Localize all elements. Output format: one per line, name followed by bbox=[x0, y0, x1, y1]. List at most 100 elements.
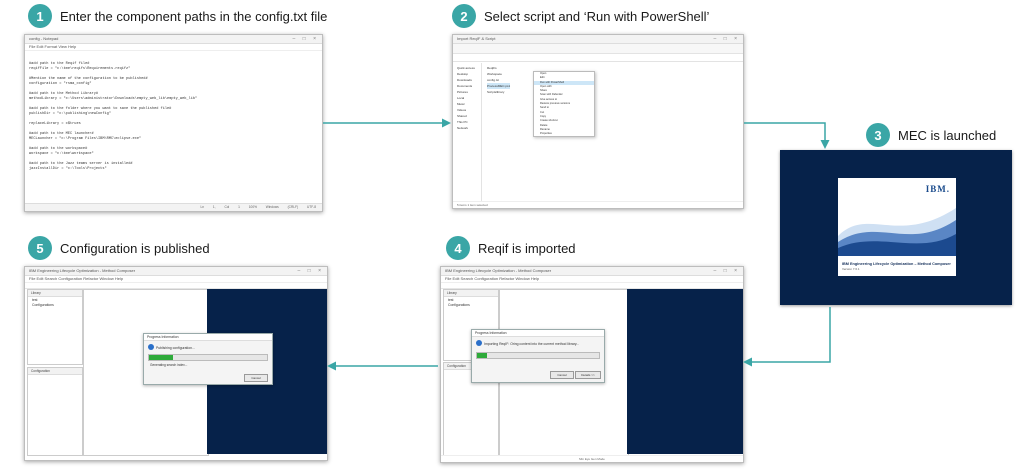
context-menu-item[interactable]: Properties bbox=[540, 132, 552, 136]
dialog-message: Importing ReqIF: Oring content into the … bbox=[484, 342, 580, 346]
config-line: #add path to the Reqif file# bbox=[29, 62, 90, 66]
tree-item[interactable]: Configurations bbox=[448, 303, 470, 307]
step-badge: 5 bbox=[28, 236, 52, 260]
context-menu-item[interactable]: Copy bbox=[540, 114, 547, 118]
context-menu-item[interactable]: Give access to bbox=[540, 97, 558, 101]
cancel-button[interactable]: Cancel bbox=[244, 374, 268, 382]
window-buttons-icon: – □ × bbox=[292, 36, 319, 42]
file-item[interactable]: ReqIFs bbox=[487, 66, 497, 70]
sidebar-item[interactable]: This PC bbox=[457, 120, 468, 124]
mec-toolbar bbox=[441, 282, 743, 289]
config-line: jazzInstallDir = "c:\Tools\Projects" bbox=[29, 167, 107, 171]
context-menu-item[interactable]: Scan with Defender bbox=[540, 93, 563, 97]
notepad-title: config - Notepad bbox=[29, 36, 59, 41]
explorer-title: Import ReqIF & Script bbox=[457, 36, 496, 41]
progress-fill bbox=[477, 353, 487, 358]
context-menu-item[interactable]: Rename bbox=[540, 127, 550, 131]
context-menu-item[interactable]: Edit bbox=[540, 76, 545, 80]
info-icon bbox=[148, 344, 154, 350]
mec-splash-screenshot: IBM. IBM Engineering Lifecycle Optimizat… bbox=[780, 150, 1012, 305]
library-pane-header: Library bbox=[28, 290, 82, 297]
mec-title: IBM Engineering Lifecycle Optimization -… bbox=[29, 268, 136, 273]
sidebar-item[interactable]: Music bbox=[457, 102, 465, 106]
window-buttons-icon: – □ × bbox=[713, 268, 740, 274]
file-item[interactable]: config.txt bbox=[487, 78, 500, 82]
divider bbox=[481, 63, 482, 201]
ibm-logo: IBM. bbox=[925, 184, 950, 194]
step-3: 3 MEC is launched bbox=[866, 123, 996, 147]
progress-dialog: Progress Information Importing ReqIF: Or… bbox=[471, 329, 605, 383]
library-pane-header: Library bbox=[444, 290, 498, 297]
step-label: Reqif is imported bbox=[478, 240, 576, 256]
context-menu-item[interactable]: Restore previous versions bbox=[540, 102, 570, 106]
splash-background bbox=[627, 289, 743, 454]
step-badge: 3 bbox=[866, 123, 890, 147]
splash-wave-graphic bbox=[838, 208, 956, 256]
dialog-title: Progress Information bbox=[144, 334, 272, 341]
sidebar-item[interactable]: Local bbox=[457, 96, 465, 100]
context-menu-item[interactable]: Create shortcut bbox=[540, 119, 558, 123]
tree-item[interactable]: Configurations bbox=[32, 303, 54, 307]
config-line: configuration = "rsma_config" bbox=[29, 82, 92, 86]
step-label: Enter the component paths in the config.… bbox=[60, 8, 328, 24]
mec-publish-screenshot: IBM Engineering Lifecycle Optimization -… bbox=[24, 266, 328, 461]
step-label: Configuration is published bbox=[60, 240, 210, 256]
context-menu-item[interactable]: Cut bbox=[540, 110, 545, 114]
context-menu-item[interactable]: Open with bbox=[540, 84, 552, 88]
config-line: #add path to the MEC launcher# bbox=[29, 132, 94, 136]
dialog-sub-message: Generating search index... bbox=[150, 363, 188, 367]
sidebar-item[interactable]: Network bbox=[457, 126, 469, 130]
progress-dialog: Progress Information Publishing configur… bbox=[143, 333, 273, 385]
context-menu-item[interactable]: Send to bbox=[540, 106, 549, 110]
context-menu-item[interactable]: Share bbox=[540, 89, 547, 93]
details-button[interactable]: Details >> bbox=[575, 371, 601, 379]
info-icon bbox=[476, 340, 482, 346]
step-badge: 4 bbox=[446, 236, 470, 260]
notepad-screenshot: config - Notepad – □ × File Edit Format … bbox=[24, 34, 323, 212]
step-label: Select script and ‘Run with PowerShell’ bbox=[484, 8, 710, 24]
config-line: #add path to the workspace# bbox=[29, 147, 88, 151]
sidebar-item[interactable]: Quick access bbox=[457, 66, 475, 70]
config-line: workspace = "c:\tme\workspace" bbox=[29, 152, 94, 156]
configuration-pane-header: Configuration bbox=[28, 368, 82, 375]
config-line: #add path to the Method Library# bbox=[29, 92, 99, 96]
sidebar-item[interactable]: Pictures bbox=[457, 90, 468, 94]
context-menu-item[interactable]: Delete bbox=[540, 123, 548, 127]
mec-toolbar bbox=[25, 282, 327, 289]
sidebar-item[interactable]: Videos bbox=[457, 108, 467, 112]
context-menu-item[interactable]: Open bbox=[540, 72, 547, 75]
file-item[interactable]: Scriptslibrary bbox=[487, 90, 505, 94]
context-menu-item[interactable]: Run with PowerShell bbox=[534, 80, 594, 85]
step-2: 2 Select script and ‘Run with PowerShell… bbox=[452, 4, 709, 28]
mec-menubar: File Edit Search Configuration Refactor … bbox=[441, 276, 743, 283]
sidebar-item[interactable]: Documents bbox=[457, 84, 473, 88]
file-item[interactable]: ProcessMEC.ps1 bbox=[487, 83, 511, 89]
config-line: #add path to the folder where you want t… bbox=[29, 107, 172, 111]
cancel-button[interactable]: Cancel bbox=[550, 371, 574, 379]
step-4: 4 Reqif is imported bbox=[446, 236, 576, 260]
explorer-screenshot: Import ReqIF & Script – □ × Quick access… bbox=[452, 34, 744, 209]
step-1: 1 Enter the component paths in the confi… bbox=[28, 4, 327, 28]
mec-title: IBM Engineering Lifecycle Optimization -… bbox=[445, 268, 552, 273]
sidebar-item[interactable]: Downloads bbox=[457, 78, 472, 82]
explorer-ribbon bbox=[453, 44, 743, 54]
explorer-status: 5 items 1 item selected bbox=[453, 201, 743, 208]
sidebar-item[interactable]: Shared bbox=[457, 114, 467, 118]
explorer-address-bar bbox=[453, 54, 743, 62]
step-badge: 1 bbox=[28, 4, 52, 28]
config-line: methodLibrary = "c:\Users\administrator\… bbox=[29, 97, 198, 101]
mec-titlebar: IBM Engineering Lifecycle Optimization -… bbox=[441, 267, 743, 276]
tree-item[interactable]: test bbox=[448, 298, 454, 302]
config-line: reqifFile = "c:\tme\reqifs\Requirements.… bbox=[29, 67, 131, 71]
file-item[interactable]: Workspace bbox=[487, 72, 502, 76]
mec-import-screenshot: IBM Engineering Lifecycle Optimization -… bbox=[440, 266, 744, 463]
config-line: #add path to the Jazz teams server is in… bbox=[29, 162, 133, 166]
notepad-text-area: #add path to the Reqif file#reqifFile = … bbox=[25, 51, 322, 178]
sidebar-item[interactable]: Desktop bbox=[457, 72, 469, 76]
mec-titlebar: IBM Engineering Lifecycle Optimization -… bbox=[25, 267, 327, 276]
config-line: replaceLibrary = c$trues bbox=[29, 122, 81, 126]
config-line: #Mention the name of the configuration t… bbox=[29, 77, 148, 81]
step-5: 5 Configuration is published bbox=[28, 236, 210, 260]
tree-item[interactable]: test bbox=[32, 298, 38, 302]
